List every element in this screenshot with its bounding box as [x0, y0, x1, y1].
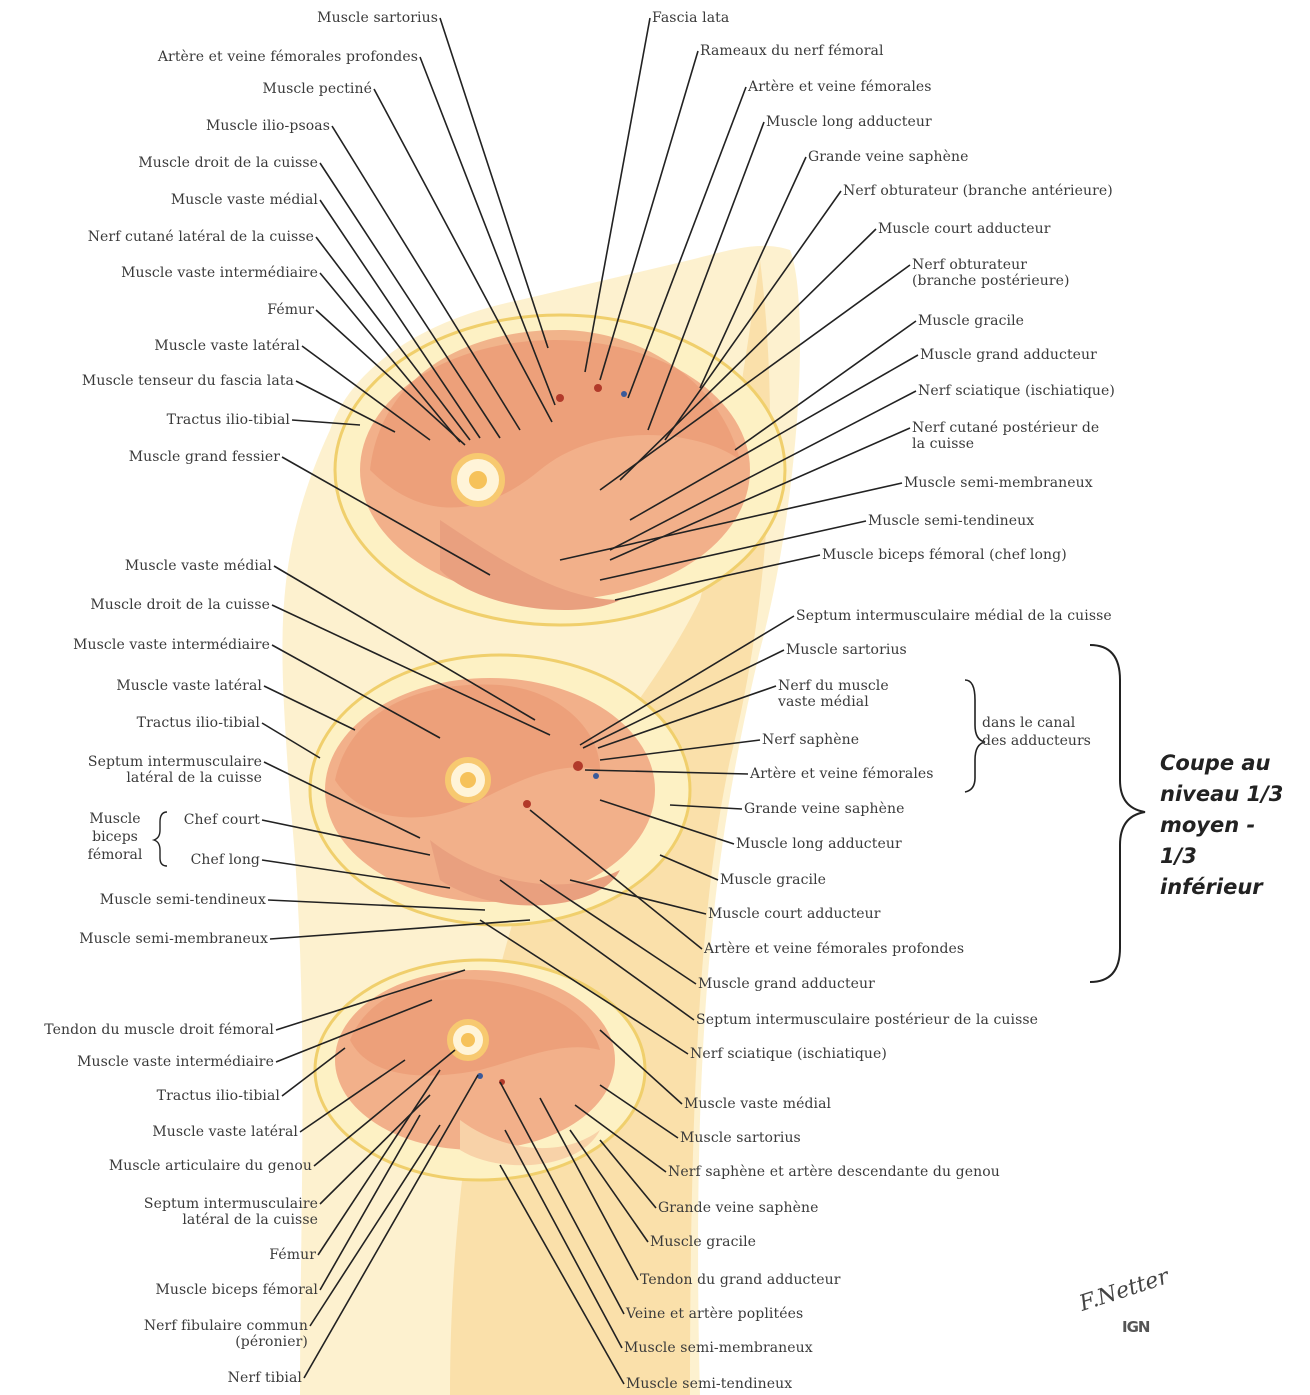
label-l62: Fémur — [269, 1247, 316, 1263]
label-l30: Septum intermusculaire médial de la cuis… — [796, 608, 1112, 624]
label-l49: Muscle grand adducteur — [698, 976, 875, 992]
label-l58: Muscle articulaire du genou — [109, 1158, 312, 1174]
label-l33: Muscle vaste intermédiaire — [73, 637, 270, 653]
label-l50: Septum intermusculaire postérieur de la … — [696, 1012, 1038, 1028]
label-l28: Muscle biceps fémoral (chef long) — [822, 547, 1067, 563]
side-note-brace — [1090, 645, 1145, 982]
label-l69: Nerf tibial — [228, 1370, 302, 1386]
label-l1: Muscle sartorius — [317, 10, 438, 26]
label-l26: Muscle semi-membraneux — [904, 475, 1093, 491]
label-l66: Nerf fibulaire commun (péronier) — [144, 1318, 308, 1350]
label-l48: Artère et veine fémorales profondes — [704, 941, 964, 957]
label-l21: Muscle tenseur du fascia lata — [82, 373, 294, 389]
label-l32: Muscle sartorius — [786, 642, 907, 658]
label-l3: Artère et veine fémorales profondes — [158, 49, 418, 65]
label-l37: Tractus ilio-tibial — [137, 715, 260, 731]
label-l51: Tendon du muscle droit fémoral — [44, 1022, 274, 1038]
label-l52: Nerf sciatique (ischiatique) — [690, 1046, 887, 1062]
label-l65: Tendon du grand adducteur — [640, 1272, 841, 1288]
label-l64: Muscle biceps fémoral — [155, 1282, 318, 1298]
label-l40: Grande veine saphène — [744, 801, 904, 817]
label-l43: Chef long — [191, 852, 260, 868]
label-l6: Artère et veine fémorales — [748, 79, 932, 95]
label-l41: Chef court — [184, 812, 260, 828]
label-l56: Muscle vaste latéral — [152, 1124, 298, 1140]
label-l35: Muscle vaste latéral — [116, 678, 262, 694]
label-l17: Fémur — [267, 302, 314, 318]
label-l36: Nerf saphène — [762, 732, 859, 748]
label-l18: Muscle gracile — [918, 313, 1024, 329]
label-l57: Muscle sartorius — [680, 1130, 801, 1146]
label-l31: Muscle droit de la cuisse — [90, 597, 270, 613]
label-l45: Muscle semi-tendineux — [100, 892, 266, 908]
label-l5: Muscle pectiné — [263, 81, 372, 97]
label-l12: Nerf obturateur (branche antérieure) — [843, 183, 1113, 199]
label-l2: Fascia lata — [652, 10, 729, 26]
label-l23: Tractus ilio-tibial — [167, 412, 290, 428]
label-l42: Muscle long adducteur — [736, 836, 902, 852]
label-l16: Nerf obturateur (branche postérieure) — [912, 257, 1070, 289]
label-l8: Muscle long adducteur — [766, 114, 932, 130]
section-level-note: Coupe au niveau 1/3 moyen - 1/3 inférieu… — [1160, 748, 1300, 903]
leader-l1 — [440, 18, 548, 348]
label-l13: Nerf cutané latéral de la cuisse — [88, 229, 314, 245]
label-l44: Muscle gracile — [720, 872, 826, 888]
label-l10: Grande veine saphène — [808, 149, 968, 165]
label-l27: Muscle semi-tendineux — [868, 513, 1034, 529]
label-l34: Nerf du muscle vaste médial — [778, 678, 889, 710]
label-l11: Muscle vaste médial — [171, 192, 318, 208]
label-l29: Muscle vaste médial — [125, 558, 272, 574]
biceps-brace — [154, 812, 167, 866]
label-l14: Muscle court adducteur — [878, 221, 1051, 237]
label-l9: Muscle droit de la cuisse — [138, 155, 318, 171]
label-l22: Nerf sciatique (ischiatique) — [918, 383, 1115, 399]
label-l59: Nerf saphène et artère descendante du ge… — [668, 1164, 1000, 1180]
label-l53: Muscle vaste intermédiaire — [77, 1054, 274, 1070]
label-l55: Muscle vaste médial — [684, 1096, 831, 1112]
label-l24: Nerf cutané postérieur de la cuisse — [912, 420, 1099, 452]
label-l68: Muscle semi-membraneux — [624, 1340, 813, 1356]
label-l67: Veine et artère poplitées — [626, 1306, 803, 1322]
label-l7: Muscle ilio-psoas — [206, 118, 330, 134]
label-l70: Muscle semi-tendineux — [626, 1376, 792, 1392]
label-l54: Tractus ilio-tibial — [157, 1088, 280, 1104]
label-l20: Muscle grand adducteur — [920, 347, 1097, 363]
label-l25: Muscle grand fessier — [129, 449, 280, 465]
adductor-canal-note: dans le canal des adducteurs — [982, 714, 1091, 750]
label-l46: Muscle court adducteur — [708, 906, 881, 922]
label-l15: Muscle vaste intermédiaire — [121, 265, 318, 281]
label-l38: Artère et veine fémorales — [750, 766, 934, 782]
label-l19: Muscle vaste latéral — [154, 338, 300, 354]
label-l39: Septum intermusculaire latéral de la cui… — [88, 754, 262, 786]
label-l63: Muscle gracile — [650, 1234, 756, 1250]
publisher-mark: IGN — [1122, 1318, 1149, 1336]
label-l47: Muscle semi-membraneux — [79, 931, 268, 947]
label-l61: Grande veine saphène — [658, 1200, 818, 1216]
label-l4: Rameaux du nerf fémoral — [700, 43, 884, 59]
biceps-group-label: Muscle biceps fémoral — [80, 810, 150, 864]
label-l60: Septum intermusculaire latéral de la cui… — [144, 1196, 318, 1228]
